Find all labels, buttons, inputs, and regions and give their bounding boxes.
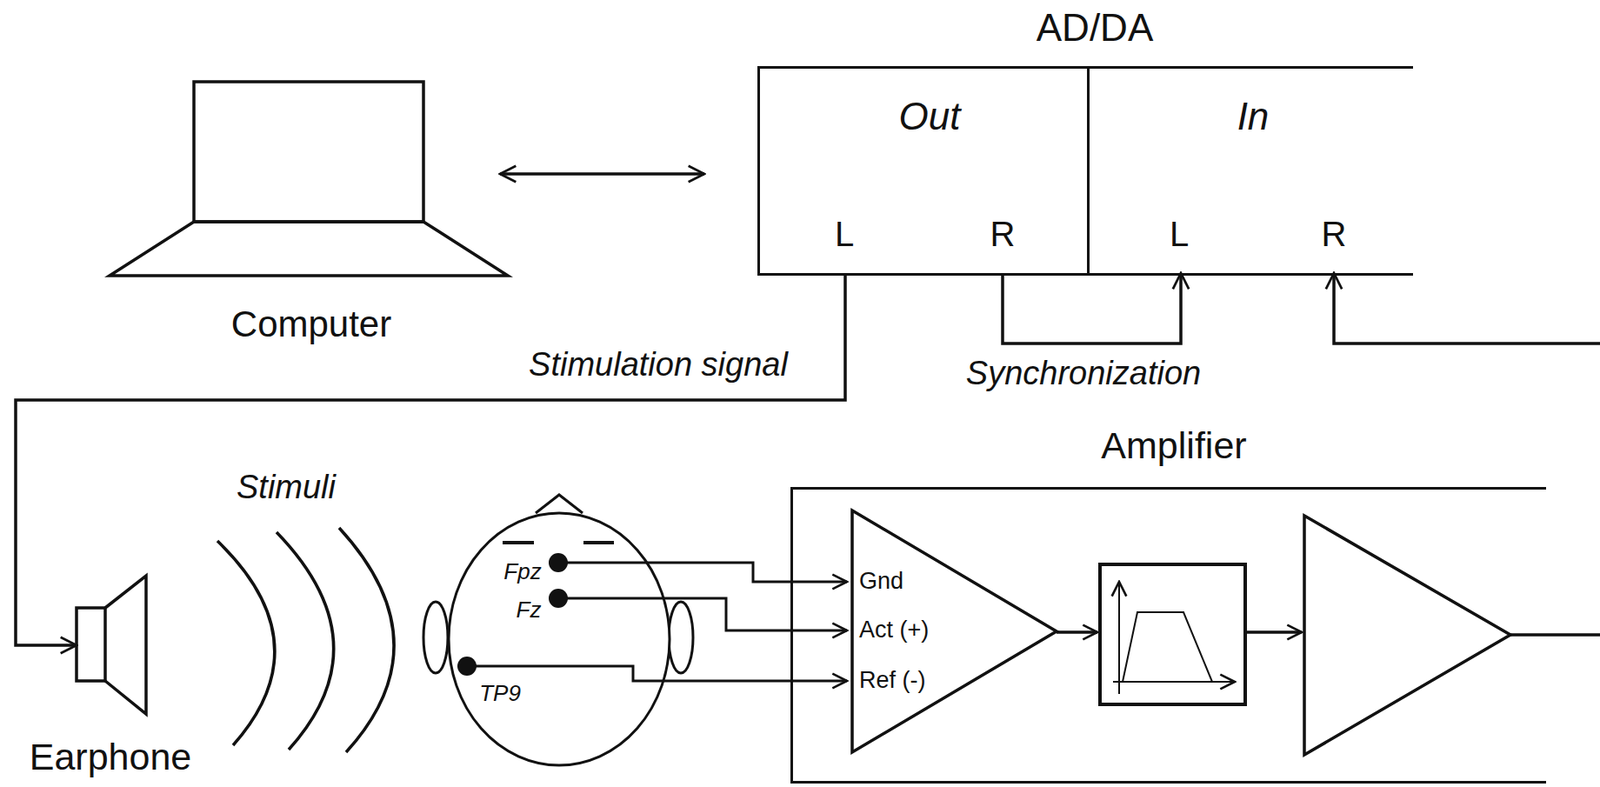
input-section: InL R (1089, 68, 1411, 274)
electrode-dot (457, 656, 477, 676)
amplifier-triangle-shape (852, 510, 1057, 753)
signal-arrow (1056, 630, 1098, 634)
earphone-icon: Earphone (76, 575, 147, 714)
laptop-base (109, 221, 508, 276)
sound-wave (217, 540, 275, 746)
signal-label: Stimulation signal (528, 346, 788, 385)
channel-label: Ref (-) (859, 666, 927, 694)
amplifier-box: GndAct (+)Ref (-)Amplifier (790, 486, 1547, 784)
electrode-wire (558, 562, 847, 582)
earphone-icon-outline (76, 575, 147, 714)
amplifier-triangle (1304, 515, 1511, 755)
output-section: OutL R (760, 68, 1090, 274)
converter-box: OutLRInLRAD/DA (757, 66, 1414, 276)
node-label: In (1237, 94, 1270, 140)
node-label: Gnd (859, 567, 904, 595)
speaker-cone (105, 575, 147, 714)
computer-icon-outline (109, 81, 508, 276)
amplifier-triangle: GndAct (+) Ref (-) (852, 510, 1057, 753)
signal-arrow (1245, 630, 1302, 634)
amplifier-internals (1056, 515, 1547, 755)
head (423, 494, 694, 766)
computer-icon: Computer (109, 81, 508, 276)
node-label: Earphone (29, 735, 193, 779)
filter-box (1100, 564, 1246, 705)
electrode-label: TP9 (479, 680, 521, 707)
signal-wire (500, 172, 705, 176)
ear (423, 601, 448, 674)
eyebrow (583, 540, 614, 545)
electrode-label: Fpz (503, 559, 541, 586)
electrode-dot (548, 588, 568, 608)
stimuli-waves (217, 527, 394, 753)
node-label: Amplifier (1100, 424, 1247, 467)
output-wire (1510, 633, 1547, 637)
signal-wire (1333, 273, 1600, 635)
eyebrow (502, 540, 534, 545)
channel-label: R (990, 213, 1016, 254)
node-label: Out (899, 94, 961, 140)
channel-label: L (834, 213, 854, 254)
laptop-screen (193, 81, 424, 222)
speaker-body (76, 607, 106, 681)
nose (535, 494, 583, 514)
electrode-dot (548, 553, 568, 573)
head-outline (448, 513, 670, 766)
stimuli-label: Stimuli (236, 468, 336, 507)
filter-axis (1113, 680, 1235, 683)
electrode-label: Fz (516, 597, 542, 624)
signal-wire (15, 273, 846, 646)
electrodes (457, 553, 568, 676)
electrode-wire (558, 598, 847, 631)
node-label: AD/DA (1036, 6, 1154, 51)
node-label: Computer (231, 303, 392, 346)
sound-wave (339, 527, 394, 753)
sound-wave (276, 532, 334, 750)
ear (668, 601, 694, 674)
filter-axis (1118, 581, 1120, 694)
signal-wire (1002, 273, 1181, 344)
channel-label: Act (+) (859, 616, 929, 644)
bandpass-curve (1122, 612, 1213, 682)
signal-label: Synchronization (966, 354, 1201, 394)
channel-label: L (1169, 213, 1189, 254)
channel-label: R (1321, 213, 1347, 254)
